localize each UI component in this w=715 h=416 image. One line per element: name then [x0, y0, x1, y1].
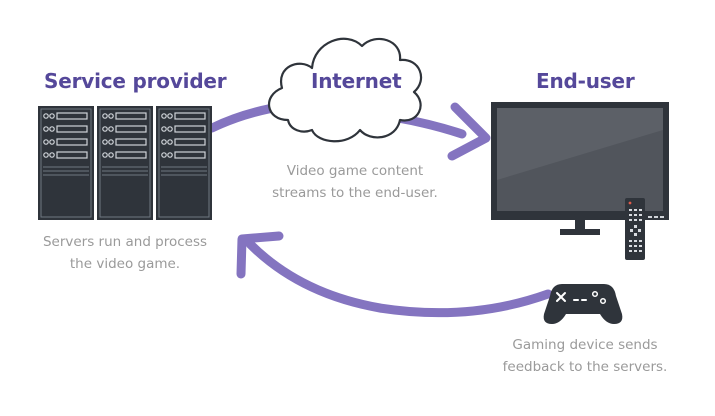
service-provider-heading: Service provider	[44, 69, 227, 93]
server-rack-icon	[37, 105, 213, 221]
servers-caption-line-1: Servers run and process	[42, 234, 208, 250]
device-caption-line-2: feedback to the servers.	[502, 359, 668, 375]
feedback-arrow-head	[236, 231, 284, 279]
servers-caption-line-2: the video game.	[69, 256, 181, 272]
servers-caption: Servers run and process the video game.	[20, 231, 230, 275]
device-caption: Gaming device sends feedback to the serv…	[480, 334, 690, 378]
stream-arrow-head	[447, 102, 491, 161]
gamepad-icon	[543, 284, 623, 324]
stream-caption-line-1: Video game content	[286, 163, 424, 179]
cloud-icon	[267, 37, 423, 143]
end-user-heading: End-user	[536, 69, 635, 93]
internet-heading: Internet	[311, 69, 402, 93]
remote-control-icon	[625, 198, 645, 260]
device-caption-line-1: Gaming device sends	[512, 337, 658, 353]
stream-caption: Video game content streams to the end-us…	[250, 160, 460, 204]
feedback-arrow	[245, 239, 553, 318]
stream-caption-line-2: streams to the end-user.	[272, 185, 438, 201]
